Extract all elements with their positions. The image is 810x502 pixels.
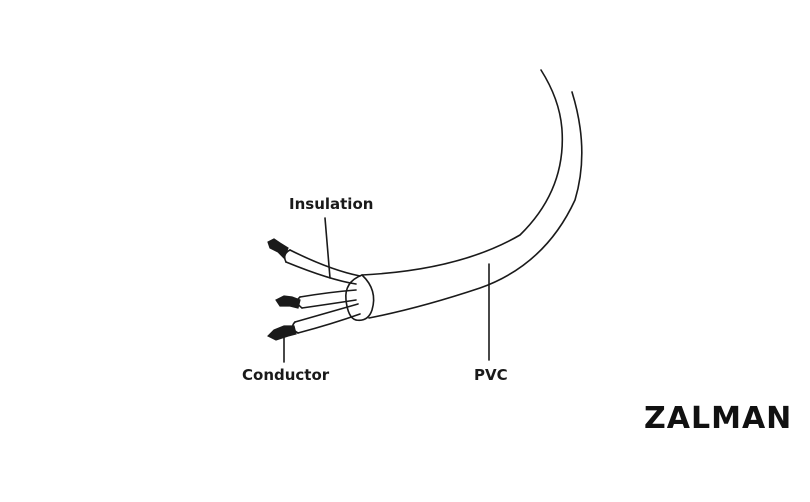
pvc-jacket-lower-edge bbox=[368, 91, 583, 319]
conductor-strands-top bbox=[267, 238, 289, 260]
conductor-strands-middle bbox=[275, 295, 301, 309]
conductor-strands-bottom bbox=[266, 325, 297, 341]
pvc-jacket-upper-edge bbox=[361, 69, 564, 276]
conductor-label: Conductor bbox=[242, 366, 330, 384]
insulation-leader-line bbox=[324, 217, 331, 279]
insulated-wire-bottom bbox=[294, 303, 361, 334]
brand-logo-panel: ZALMAN bbox=[630, 384, 810, 484]
pvc-jacket-cut-end-back bbox=[345, 274, 363, 321]
pvc-jacket-cut-end bbox=[355, 274, 375, 322]
insulated-wire-top bbox=[285, 249, 361, 285]
insulated-wire-middle bbox=[299, 289, 357, 309]
insulation-label: Insulation bbox=[289, 195, 374, 213]
pvc-label: PVC bbox=[474, 366, 508, 384]
zalman-logo: ZALMAN bbox=[644, 401, 793, 436]
